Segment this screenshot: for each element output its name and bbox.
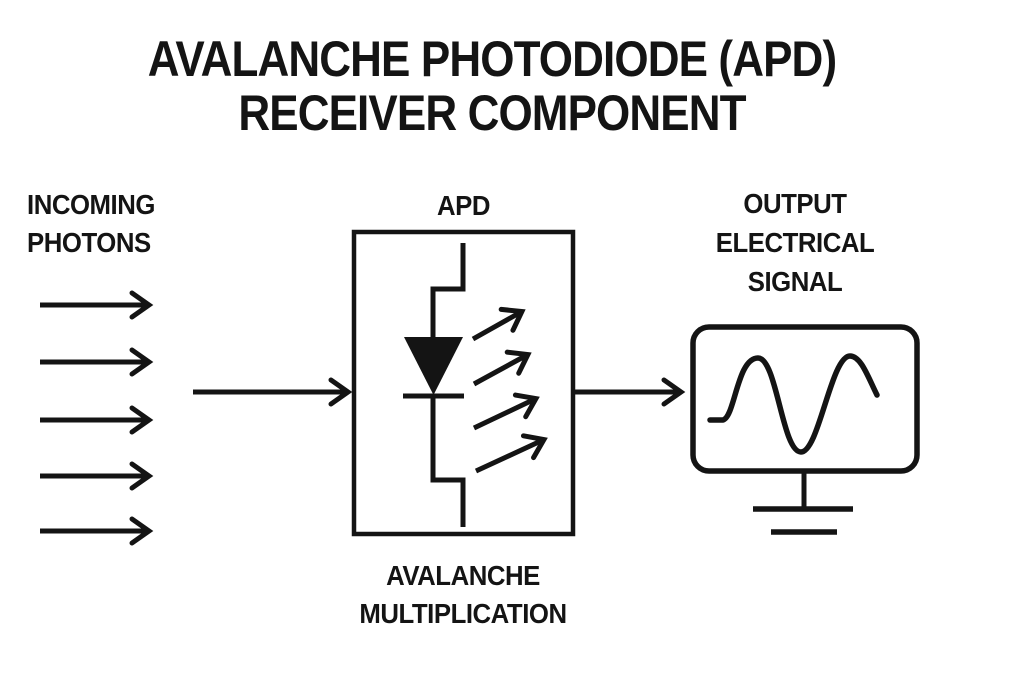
multiplication-arrow <box>472 349 532 387</box>
output-signal-line-1: OUTPUT <box>743 188 847 219</box>
diode-top-lead <box>430 243 466 338</box>
page-title: AVALANCHE PHOTODIODE (APD) RECEIVER COMP… <box>59 32 925 140</box>
multiplication-arrow <box>472 392 540 431</box>
apd-box <box>351 229 576 537</box>
diode-bottom-lead <box>430 396 466 527</box>
incoming-photons-line-2: PHOTONS <box>27 227 151 258</box>
apd-label: APD <box>436 190 491 221</box>
multiplication-arrow <box>471 306 526 342</box>
avalanche-multiplication-line-1: AVALANCHE <box>386 560 540 591</box>
photodiode-icon <box>403 243 466 527</box>
output-signal-label: OUTPUT ELECTRICAL SIGNAL <box>680 184 910 301</box>
waveform <box>707 353 880 455</box>
title-line-1: AVALANCHE PHOTODIODE (APD) <box>147 31 837 87</box>
output-signal-line-3: SIGNAL <box>747 266 843 297</box>
photon-arrows-group <box>40 290 154 546</box>
diode-triangle <box>404 337 463 395</box>
title-line-2: RECEIVER COMPONENT <box>238 85 746 141</box>
multiplication-arrow <box>474 433 548 474</box>
avalanche-multiplication-label: AVALANCHE MULTIPLICATION <box>325 557 601 633</box>
avalanche-multiplication-line-2: MULTIPLICATION <box>359 598 567 629</box>
output-signal-line-2: ELECTRICAL <box>715 227 875 258</box>
incoming-photons-line-1: INCOMING <box>27 189 155 220</box>
ground-icon <box>753 506 853 535</box>
incoming-photons-label: INCOMING PHOTONS <box>27 186 155 262</box>
multiplication-arrows-group <box>471 306 548 474</box>
oscilloscope-icon <box>690 324 920 535</box>
